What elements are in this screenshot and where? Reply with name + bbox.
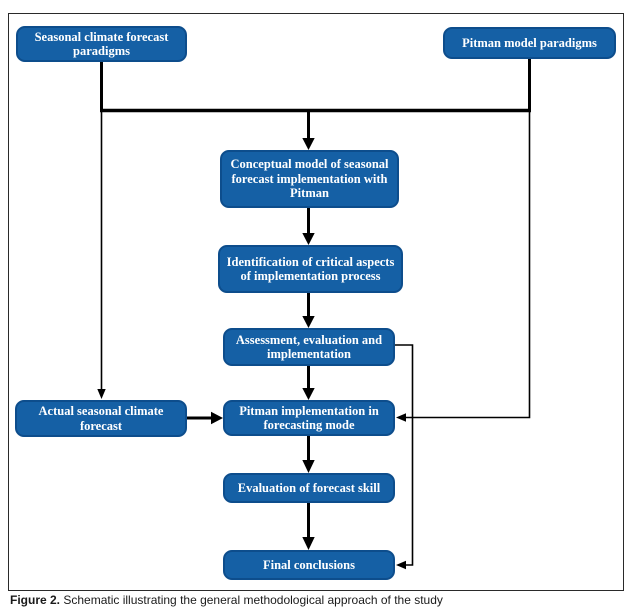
node-final-conclusions: Final conclusions <box>223 550 395 580</box>
node-evaluation-of-forecast-skill: Evaluation of forecast skill <box>223 473 395 503</box>
node-assessment-evaluation-implementation: Assessment, evaluation and implementatio… <box>223 328 395 366</box>
node-actual-seasonal-climate-forecast: Actual seasonal climate forecast <box>15 400 187 437</box>
figure-caption: Figure 2. Schematic illustrating the gen… <box>10 593 630 607</box>
node-seasonal-climate-forecast-paradigms: Seasonal climate forecast paradigms <box>16 26 187 62</box>
figure-caption-number: Figure 2. <box>10 593 61 607</box>
node-identification-critical-aspects: Identification of critical aspects of im… <box>218 245 403 293</box>
node-pitman-model-paradigms: Pitman model paradigms <box>443 27 616 59</box>
figure-caption-text: Schematic illustrating the general metho… <box>60 593 443 607</box>
node-conceptual-model: Conceptual model of seasonal forecast im… <box>220 150 399 208</box>
diagram-frame <box>8 13 624 591</box>
node-pitman-implementation-forecasting-mode: Pitman implementation in forecasting mod… <box>223 400 395 436</box>
